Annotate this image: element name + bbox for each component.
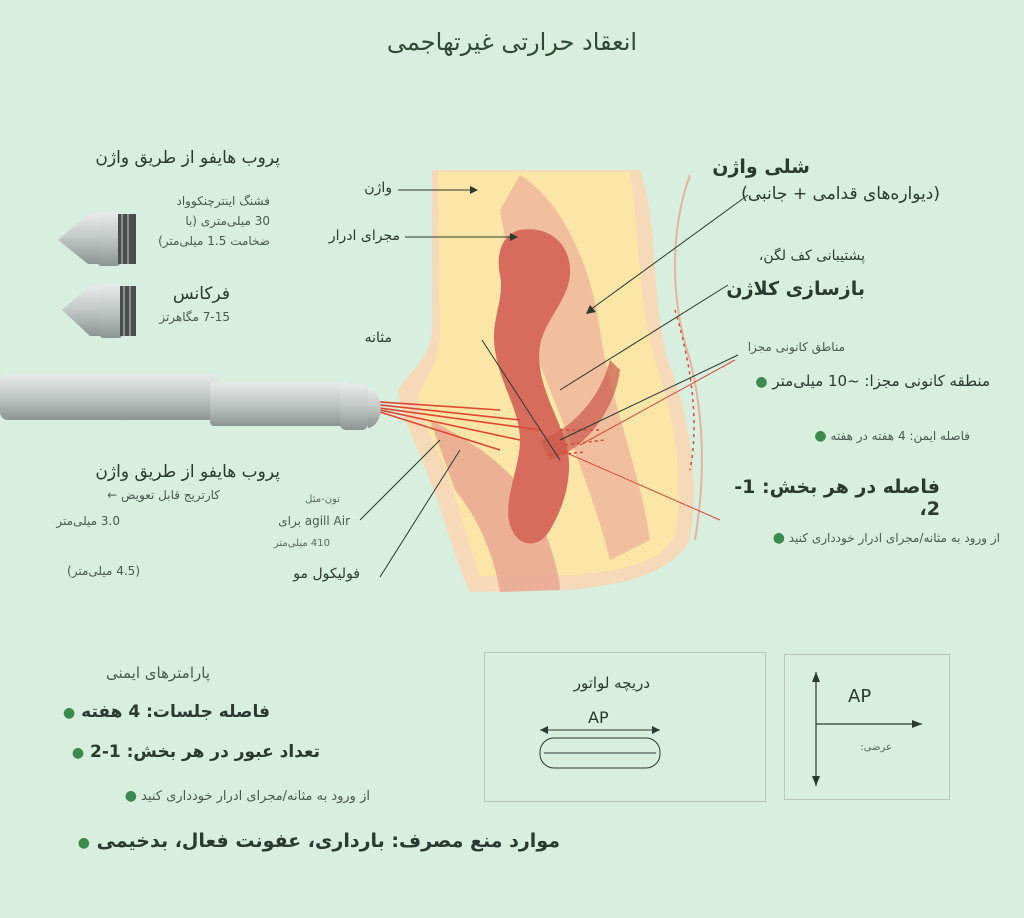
safety-item-3-text: از ورود به مثانه/مجرای ادرار خودداری کنی… xyxy=(141,789,370,804)
urethra-label: مجرای ادرار xyxy=(328,228,400,244)
probe2-sub: کارتریج قابل تعویض ← xyxy=(107,488,220,502)
safety-item-1-text: فاصله جلسات: 4 هفته xyxy=(81,702,270,722)
bullet-4-text: از ورود به مثانه/مجرای ادرار خودداری کنی… xyxy=(788,531,1000,545)
axis-width-label: عرضی: xyxy=(860,742,892,753)
support-line-1: پشتیبانی کف لگن، xyxy=(758,248,865,264)
outer-contour xyxy=(674,174,703,541)
focal-zones-label: مناطق کانونی مجزا xyxy=(747,340,845,354)
levator-ap-label: AP xyxy=(588,708,609,727)
probe2-val1: 3.0 میلی‌متر xyxy=(56,514,120,528)
hifu-rays xyxy=(379,401,541,451)
bullet-dot-icon: ● xyxy=(71,745,85,761)
tone-line-2: agill Air برای xyxy=(278,514,350,528)
probe-head xyxy=(210,382,350,426)
frequency-value: 7-15 مگاهرتز xyxy=(159,310,230,324)
probe2-title: پروب هایفو از طریق واژن xyxy=(95,462,280,482)
safety-title: پارامترهای ایمنی xyxy=(105,664,210,682)
contraindications: موارد منع مصرف: بارداری، عفونت فعال، بدخ… xyxy=(60,830,560,852)
levator-window-box xyxy=(484,652,766,802)
vagina-label: واژن xyxy=(364,180,392,196)
bullet-dot-icon: ● xyxy=(77,835,90,851)
cartridge-line-2: 30 میلی‌متری (با xyxy=(185,214,270,228)
arrow-heads xyxy=(470,186,596,314)
probe-shaft xyxy=(0,374,220,420)
safety-item-2: تعداد عبور در هر بخش: 1-2 ● xyxy=(60,742,320,762)
axis-diagram xyxy=(812,672,922,786)
follicle-label: فولیکول مو xyxy=(293,566,360,582)
bullet-4: از ورود به مثانه/مجرای ادرار خودداری کنی… xyxy=(720,530,1000,546)
laxity-sub: (دیواره‌های قدامی + جانبی) xyxy=(741,184,940,204)
laxity-title: شلی واژن xyxy=(712,156,810,178)
bullet-3-text: فاصله در هر بخش: 1-2، xyxy=(734,476,940,520)
probe-title: پروب هایفو از طریق واژن xyxy=(95,148,280,168)
bullet-1: منطقه کانونی مجزا: ~10 میلی‌متر ● xyxy=(720,372,990,390)
vaginal-wall xyxy=(540,360,620,460)
bullet-2-text: فاصله ایمن: 4 هفته در هفته xyxy=(830,429,970,443)
safety-item-2-text: تعداد عبور در هر بخش: 1-2 xyxy=(89,742,320,762)
axis-ap-label: AP xyxy=(848,686,872,707)
bullet-dot-icon: ● xyxy=(63,705,76,721)
probe-tip xyxy=(368,388,381,428)
tone-line-3: 410 میلی‌متر xyxy=(273,538,330,549)
cartridge-2 xyxy=(62,284,136,338)
bladder-label: مثانه xyxy=(364,330,392,346)
safety-item-1: فاصله جلسات: 4 هفته ● xyxy=(60,702,270,722)
bullet-dot-icon: ● xyxy=(772,530,785,546)
cartridge-1 xyxy=(58,212,136,266)
tone-line-1: تون-مثل xyxy=(305,494,340,505)
bullet-1-text: منطقه کانونی مجزا: ~10 میلی‌متر xyxy=(772,372,990,390)
leader-lines xyxy=(359,189,749,578)
muscle-band xyxy=(430,420,560,592)
bullet-2: فاصله ایمن: 4 هفته در هفته ● xyxy=(720,428,970,444)
bullet-dot-icon: ● xyxy=(814,428,827,444)
levator-window-diagram xyxy=(539,726,661,769)
bladder-organ xyxy=(493,229,571,544)
support-line-2: بازسازی کلاژن xyxy=(726,278,865,300)
probe2-val2: (4.5 میلی‌متر) xyxy=(67,564,140,578)
bullet-dot-icon: ● xyxy=(755,374,768,390)
page-title: انعقاد حرارتی غیرتهاجمی xyxy=(386,28,638,56)
axis-box xyxy=(784,654,950,800)
red-leader-lines xyxy=(559,359,736,521)
cartridge-line-3: ضخامت 1.5 میلی‌متر) xyxy=(158,234,270,248)
frequency-label: فرکانس xyxy=(172,284,230,304)
cartridge-line-1: فشنگ اینترچنکوواد xyxy=(176,194,271,208)
levator-window-title: دریچه لواتور xyxy=(573,674,650,692)
bullet-dot-icon: ● xyxy=(124,788,137,804)
safety-item-3: از ورود به مثانه/مجرای ادرار خودداری کنی… xyxy=(60,788,370,804)
contraindications-text: موارد منع مصرف: بارداری، عفونت فعال، بدخ… xyxy=(96,830,560,852)
probe-collar xyxy=(340,384,368,430)
bullet-3: فاصله در هر بخش: 1-2، xyxy=(720,476,940,520)
